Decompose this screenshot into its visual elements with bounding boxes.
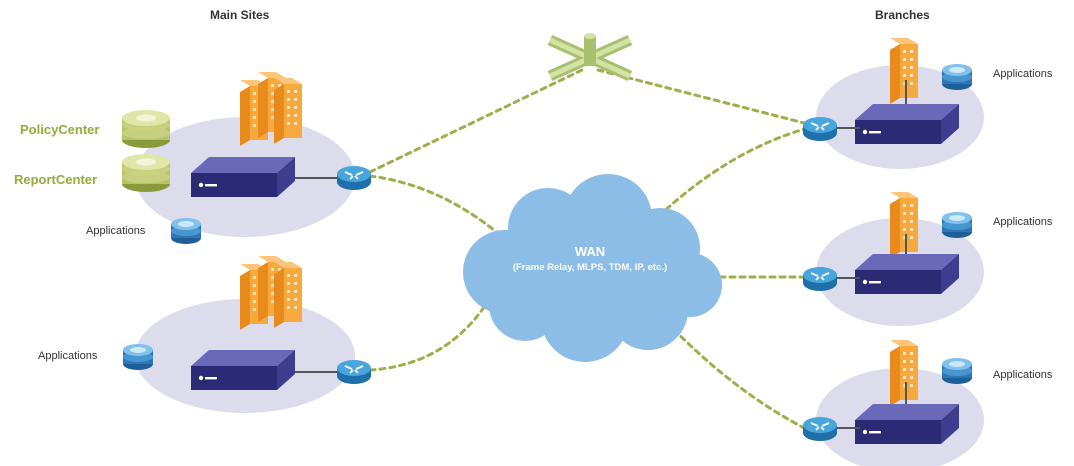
applications-label-branch-3: Applications <box>993 369 1053 381</box>
database-icon <box>942 358 972 384</box>
report-center-label: ReportCenter <box>14 172 98 187</box>
wan-title: WAN <box>574 244 606 259</box>
database-icon <box>942 64 972 90</box>
router-icon <box>802 116 838 142</box>
satellite-icon <box>547 33 633 82</box>
applications-label-branch-1: Applications <box>993 68 1053 80</box>
building-icon <box>274 262 302 328</box>
router-icon <box>802 266 838 292</box>
router-icon <box>802 416 838 442</box>
router-icon <box>336 359 372 385</box>
appliance-icon <box>191 157 295 197</box>
appliance-icon <box>855 404 959 444</box>
router-icon <box>336 165 372 191</box>
applications-label-main-2: Applications <box>38 350 98 362</box>
appliance-icon <box>855 254 959 294</box>
policy-center-label: PolicyCenter <box>20 122 100 137</box>
appliance-icon <box>191 350 295 390</box>
building-icon <box>890 38 918 104</box>
disk-stack-icon <box>122 110 170 148</box>
building-icon <box>890 192 918 258</box>
main-sites-header: Main Sites <box>210 8 270 22</box>
database-icon <box>123 344 153 370</box>
appliance-icon <box>855 104 959 144</box>
wan-cloud <box>463 174 722 362</box>
database-icon <box>171 218 201 244</box>
building-icon <box>274 78 302 144</box>
branches-header: Branches <box>875 8 930 22</box>
applications-label-main-1: Applications <box>86 225 146 237</box>
wan-subtitle: (Frame Relay, MLPS, TDM, IP, etc.) <box>512 262 668 273</box>
disk-stack-icon <box>122 154 170 192</box>
applications-label-branch-2: Applications <box>993 216 1053 228</box>
database-icon <box>942 212 972 238</box>
building-icon <box>890 340 918 406</box>
